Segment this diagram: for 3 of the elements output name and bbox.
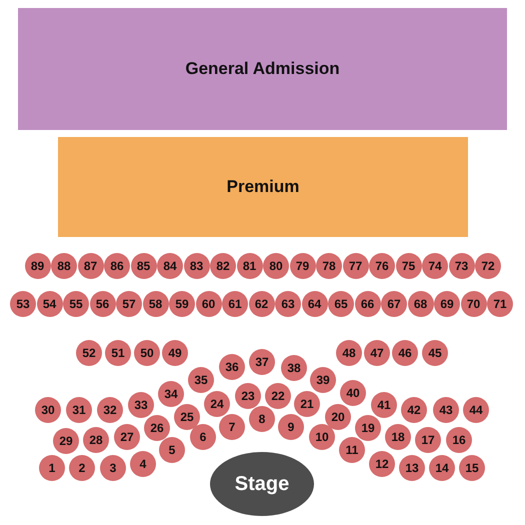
general-admission-section: General Admission xyxy=(18,8,507,130)
premium-section: Premium xyxy=(58,137,468,237)
stage: Stage xyxy=(210,452,314,516)
